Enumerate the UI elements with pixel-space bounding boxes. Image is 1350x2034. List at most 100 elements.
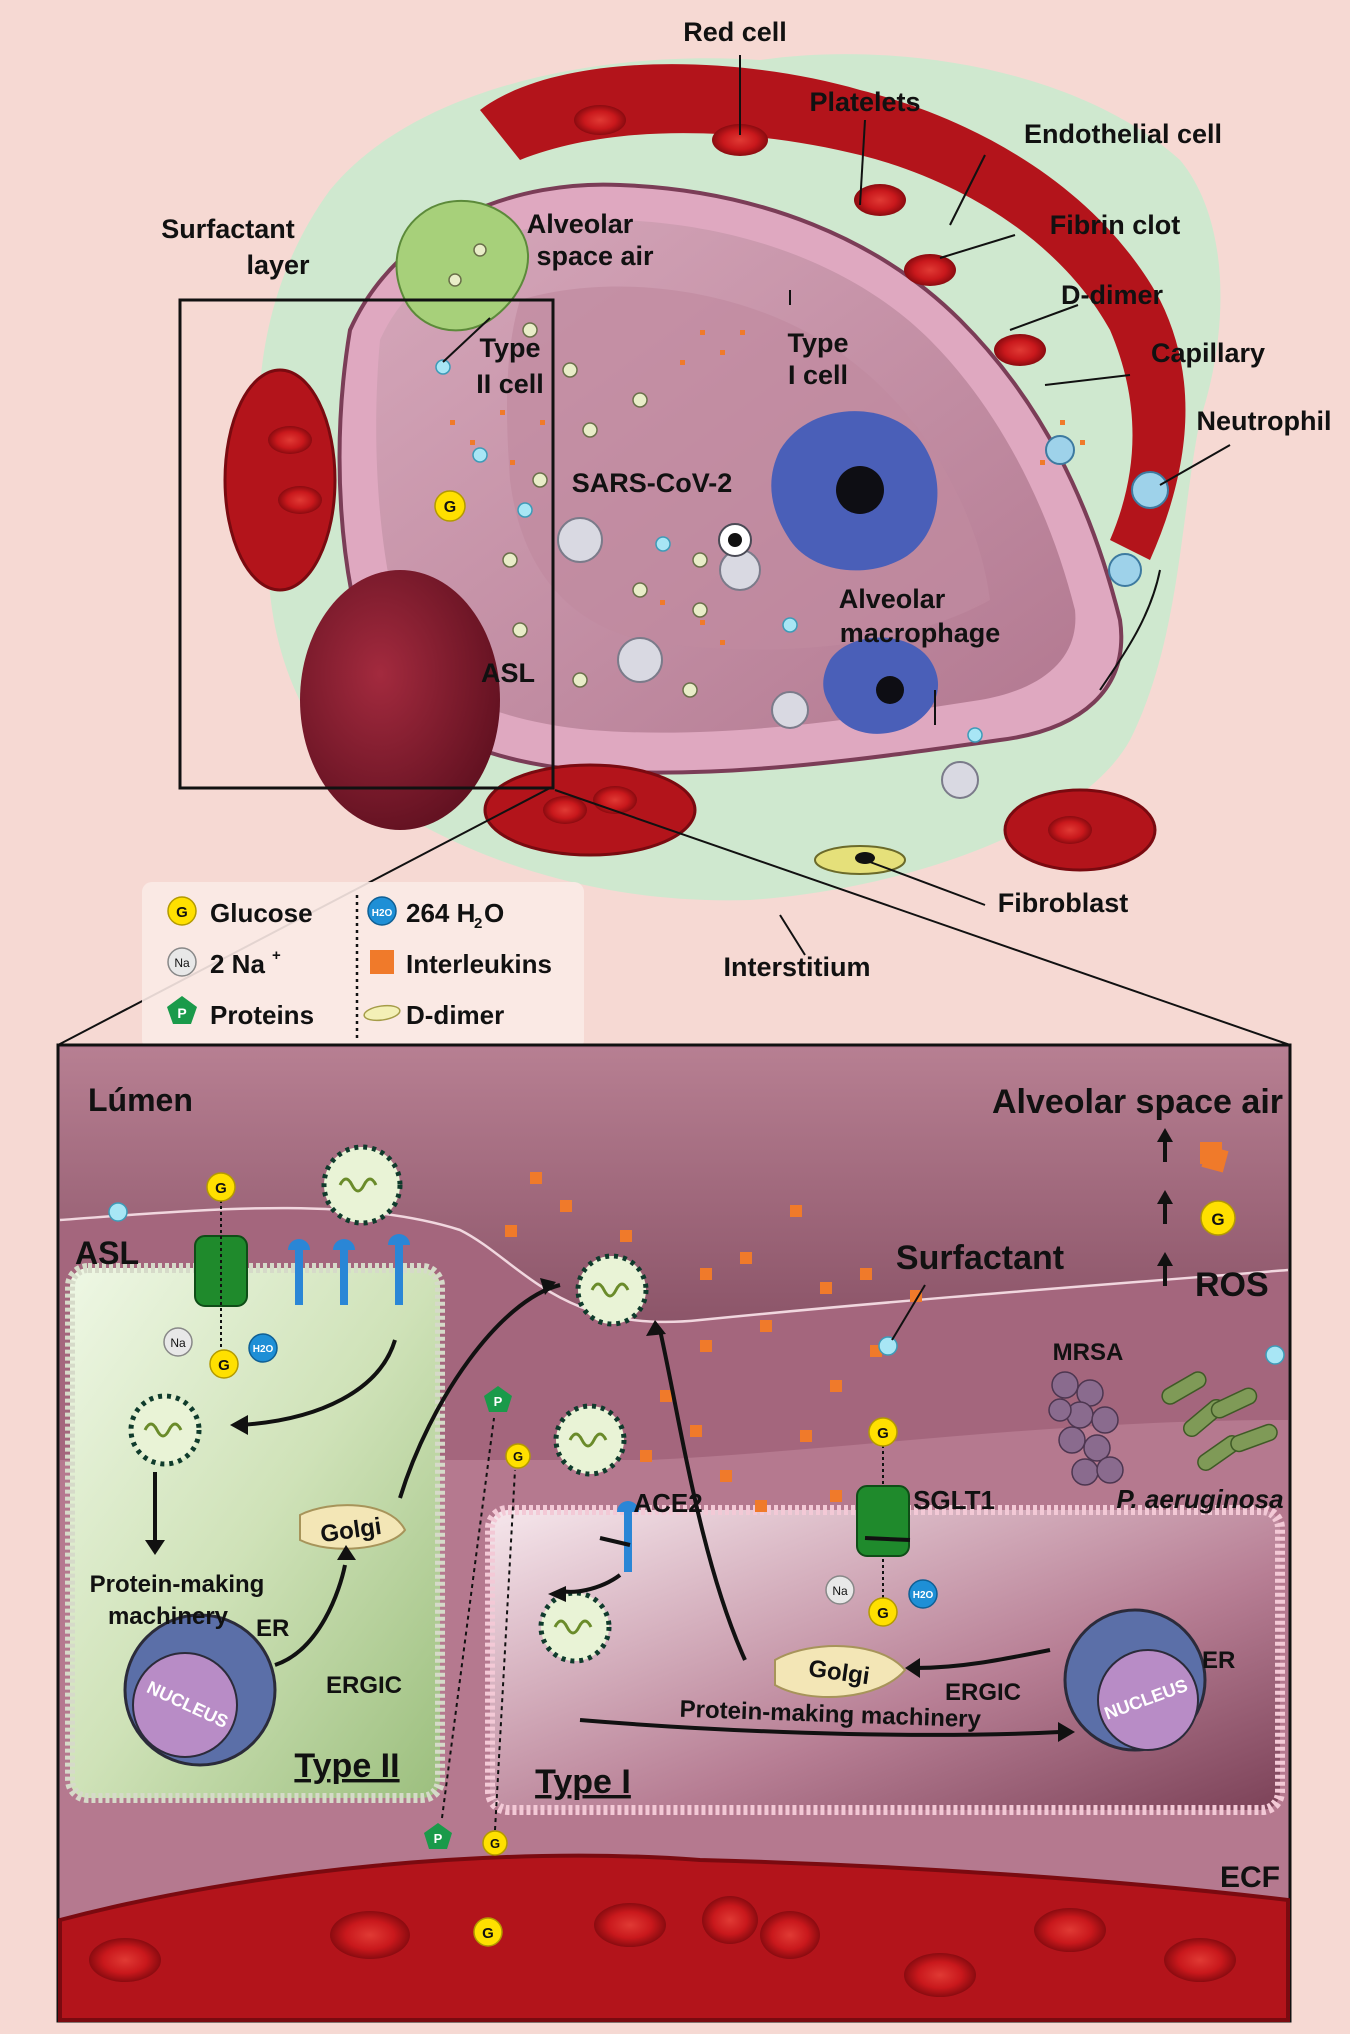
sglt-transporter-type-ii (194, 1235, 248, 1307)
left-capillary (223, 368, 337, 592)
glucose-icon-letter: G (218, 1357, 230, 1374)
glucose-icon-letter: G (1211, 1210, 1224, 1229)
legend-water-symbol: H2O (372, 908, 393, 919)
label-ergic-type-i: ERGIC (945, 1679, 1021, 1706)
leukocyte-dark-nucleus-core (728, 533, 742, 547)
leukocyte (617, 637, 663, 683)
legend: G Glucose Na 2 Na + P Proteins H2O 264 H… (142, 882, 584, 1050)
label-protein-making-line2: machinery (108, 1603, 229, 1630)
sodium-icon-label: Na (170, 1336, 186, 1350)
water-icon-label: H2O (253, 1344, 274, 1355)
bottom-red-cells (89, 1896, 1236, 1997)
label-er-type-i: ER (1202, 1647, 1235, 1674)
ace2-receptors (288, 1234, 410, 1305)
neutrophil-cell (1045, 435, 1075, 465)
label-ecf: ECF (1220, 1861, 1280, 1894)
label-type-ii-cell-line1: Type (479, 333, 540, 363)
legend-water-subscript: 2 (474, 915, 482, 932)
label-mrsa: MRSA (1053, 1339, 1124, 1366)
label-type-ii: Type II (294, 1747, 399, 1785)
legend-d-dimer-label: D-dimer (406, 1000, 504, 1030)
surfactant-bead (435, 359, 451, 375)
bottom-capillary-1 (483, 763, 697, 857)
label-ros: ROS (1195, 1266, 1269, 1304)
sodium-icon (825, 1575, 855, 1605)
legend-glucose-label: Glucose (210, 898, 313, 928)
surfactant-bead (967, 727, 983, 743)
label-surfactant-layer-line1: Surfactant (161, 214, 295, 244)
red-cell (854, 184, 906, 216)
protein-icon-letter: P (494, 1394, 503, 1409)
legend-interleukins-label: Interleukins (406, 949, 552, 979)
glucose-icon-letter: G (490, 1836, 500, 1851)
glucose-icon (206, 1172, 236, 1202)
sodium-icon (167, 947, 197, 977)
label-type-i-cell-line2: I cell (788, 360, 848, 390)
label-surfactant-layer-line2: layer (246, 250, 310, 280)
arrowheads (145, 1128, 1173, 1742)
sodium-icon-label: Na (832, 1584, 848, 1598)
label-type-i: Type I (535, 1763, 631, 1801)
surfactant-line (59, 1206, 1289, 1324)
label-fibrin-clot: Fibrin clot (1050, 210, 1181, 240)
inset-connector-right (554, 789, 1291, 1046)
red-cell (712, 124, 768, 156)
label-sars-cov-2: SARS-CoV-2 (572, 468, 733, 498)
label-lumen: Lúmen (88, 1082, 193, 1118)
callout-lines (442, 55, 1231, 956)
label-surfactant: Surfactant (896, 1239, 1064, 1277)
label-ergic-type-ii: ERGIC (326, 1672, 402, 1699)
label-interstitium: Interstitium (723, 952, 870, 982)
water-icon-label: H2O (913, 1590, 934, 1601)
glucose-icon (209, 1349, 239, 1379)
label-capillary: Capillary (1151, 338, 1265, 368)
pathway-arrows (153, 1138, 1167, 1737)
glucose-icon (482, 1830, 508, 1856)
surfactant-bead (782, 617, 798, 633)
left-capillary-rbc-2 (278, 486, 322, 514)
capillary-bottom (58, 1853, 1290, 2022)
ace2-receptor-cap (617, 1501, 639, 1512)
legend-protein-symbol: P (177, 1005, 186, 1021)
glucose-icon (1200, 1200, 1236, 1236)
label-alveolar-macrophage-line1: Alveolar (839, 584, 946, 614)
surfactant-bead (472, 447, 488, 463)
legend-box (142, 882, 584, 1050)
protein-icon (424, 1823, 452, 1849)
glucose-icon (434, 490, 466, 522)
surfactant-bead (878, 1336, 898, 1356)
sglt1-transporter (856, 1485, 910, 1557)
capillary-top (480, 64, 1186, 560)
legend-sodium-charge: + (272, 947, 281, 964)
left-capillary-rbc-1 (268, 426, 312, 454)
label-alveolar-macrophage-line2: macrophage (840, 618, 1001, 648)
label-type-ii-cell-line2: II cell (476, 369, 544, 399)
sars-cov-2-virion (128, 1393, 202, 1467)
glucose-icon (868, 1597, 898, 1627)
neutrophil-cell (1131, 471, 1169, 509)
protein-icon (484, 1386, 512, 1412)
surfactant-bead (655, 536, 671, 552)
glucose-icon (473, 1917, 503, 1947)
glucose-icon-letter: G (482, 1925, 494, 1942)
top-panel: G Red cell Platelets Endothelial cell (57, 17, 1332, 1046)
leukocyte (941, 761, 979, 799)
legend-proteins-label: Proteins (210, 1000, 314, 1030)
surfactant-bead (108, 1202, 128, 1222)
leukocyte (771, 691, 809, 729)
macrophage-nucleus (876, 676, 904, 704)
inset-box (178, 298, 555, 790)
interleukin-icon (370, 950, 394, 974)
ace2-receptor-type-i (624, 1512, 632, 1572)
golgi-type-i (774, 1645, 907, 1698)
sars-cov-2-particles (448, 243, 708, 698)
bottom-rbc-1 (543, 796, 587, 824)
surfactant-pointer (891, 1284, 926, 1341)
legend-water-tail: O (484, 898, 504, 928)
label-alveolar-space-air-line1: Alveolar (527, 209, 634, 239)
label-sglt1: SGLT1 (913, 1485, 995, 1515)
sodium-icon (163, 1327, 193, 1357)
glucose-icon-letter: G (513, 1449, 523, 1464)
label-endothelial-cell: Endothelial cell (1024, 119, 1222, 149)
